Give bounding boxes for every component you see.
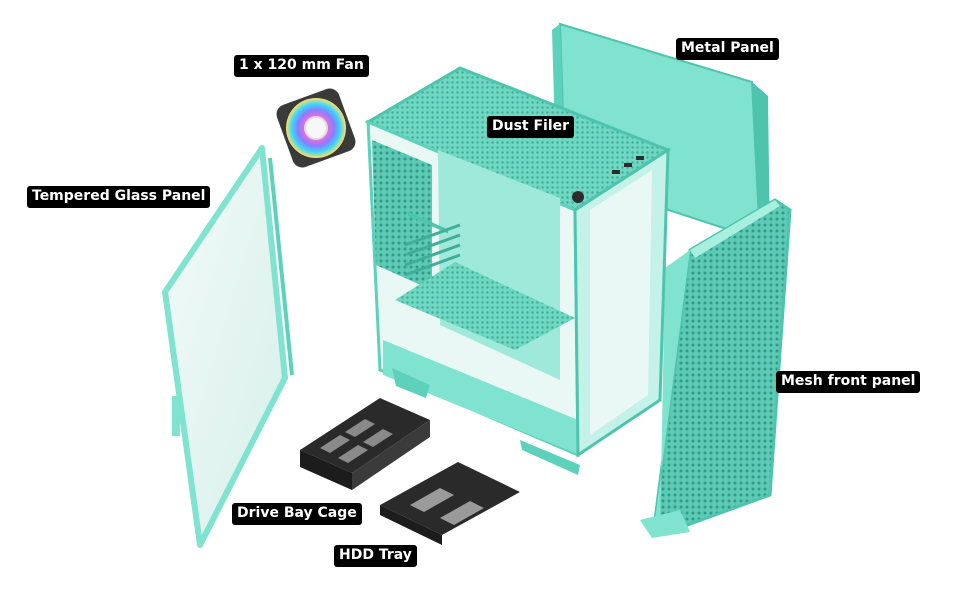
rgb-fan <box>276 88 356 168</box>
mesh-front-panel <box>640 198 792 538</box>
tempered-glass-panel <box>162 145 294 548</box>
label-tempered-glass: Tempered Glass Panel <box>27 186 211 208</box>
drive-bay-cage <box>300 398 430 490</box>
label-drive-bay: Drive Bay Cage <box>232 503 362 525</box>
label-hdd-tray: HDD Tray <box>334 545 417 567</box>
label-mesh-front: Mesh front panel <box>776 371 921 393</box>
label-fan: 1 x 120 mm Fan <box>234 55 369 77</box>
chassis <box>364 66 672 475</box>
label-metal-panel: Metal Panel <box>676 38 779 60</box>
hdd-tray <box>380 462 520 545</box>
label-dust-filter: Dust Filer <box>487 116 575 138</box>
